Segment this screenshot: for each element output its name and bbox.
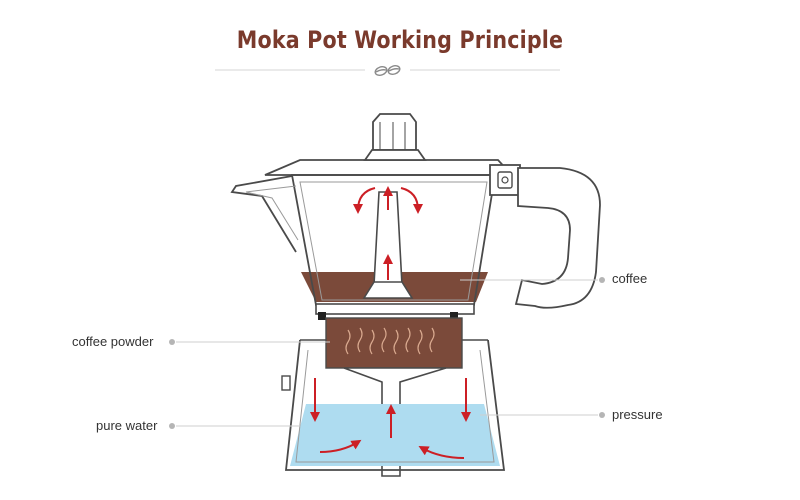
boiler [281,339,506,471]
handle [514,167,601,309]
leader-dots [169,277,605,429]
label-pure-water: pure water [96,418,158,433]
arrow-curve-right [400,187,423,214]
lid-knob [372,113,417,151]
flow-arrows [310,186,471,459]
label-coffee-powder: coffee powder [72,334,154,349]
safety-valve [281,375,291,391]
coffee-powder-steam [345,327,435,355]
spout [230,175,297,253]
diagram-title: Moka Pot Working Principle [236,26,564,54]
label-pressure: pressure [612,407,663,422]
upper-chamber [230,113,521,320]
pure-water [290,404,500,466]
leader-lines [176,279,598,427]
label-coffee: coffee [612,271,648,286]
arrow-curve-left [353,187,376,214]
arrow-swirl-left [319,439,362,453]
coffee-beans-icon [374,65,401,76]
arrow-swirl-right [418,446,465,459]
